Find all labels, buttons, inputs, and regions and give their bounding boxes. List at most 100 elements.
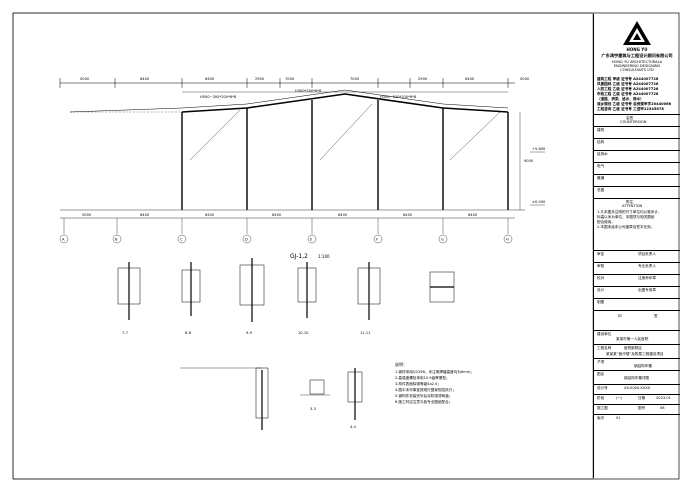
seal-en: COUNTERSIGN [620, 120, 647, 124]
discipline-4: 电气 [597, 164, 605, 168]
stage-label: 阶段 [597, 396, 605, 400]
axis-g: G [441, 237, 444, 241]
number-label: 设计号 [597, 386, 608, 390]
note-4: 4.图中未尽事宜按现行国家规范执行； [395, 387, 456, 392]
cert-3: 人防工程 乙级 证书号 A244007726 [597, 87, 659, 91]
discipline-3: 给排水 [597, 152, 608, 156]
subproject-name: 某某某“医疗楼”及附属工程建设项目 [606, 352, 664, 356]
company-name-en-3: CONSULTANTS LTD [620, 68, 654, 72]
dim-top-2: 6400 [205, 77, 215, 81]
discipline-1: 建筑 [597, 128, 605, 132]
cert-5: （道路、桥梁、给水、排水） [597, 97, 644, 101]
stamp-1: 印 [618, 314, 622, 318]
role-approve: 审定 [597, 252, 605, 256]
client-name: 某某市第一人民医院 [616, 337, 649, 341]
beam-label-2: H300*200*6*8 [295, 89, 322, 93]
grade: (一) [616, 396, 623, 400]
section-10: 10-10 [298, 331, 309, 335]
section-11: 11-11 [360, 331, 370, 335]
date-value: 2023.01 [656, 396, 671, 400]
dim-bot-2: 6400 [205, 213, 215, 217]
elev-ground: ±0.000 [532, 200, 546, 204]
company-name-en-1: HONG YU ARCHITECTURALA [611, 60, 663, 64]
rev-label: 版次 [597, 416, 605, 420]
project-name: 医院新院区 [624, 346, 642, 350]
elev-height: 9000 [524, 159, 534, 163]
axis-a: A [62, 237, 65, 241]
axis-c: C [180, 237, 183, 241]
role-check: 校对 [597, 276, 605, 280]
drawing-name: 钢结构车棚详图 [624, 376, 650, 380]
sheet-value: 08 [660, 406, 665, 410]
approval-4: 出图专用章 [638, 288, 656, 292]
cert-2: 风景园林 乙级 证书号 A244007726 [597, 82, 659, 86]
dim-bot-6: 6400 [468, 213, 478, 217]
section-8: 8-8 [185, 331, 192, 335]
axis-b: B [115, 237, 118, 241]
section-9: 9-9 [246, 331, 253, 335]
role-design: 设计 [597, 288, 605, 292]
section-4: 4-4 [350, 425, 357, 429]
axis-e: E [310, 237, 313, 241]
project-label: 工程名称 [597, 346, 612, 350]
note-5: 5.钢构件安装完毕后涂防锈漆两道； [395, 393, 452, 398]
beam-label-3: H300~500*200*6*8 [380, 95, 417, 99]
approval-3: 注册师印章 [638, 276, 656, 280]
stamp-2: 签 [654, 314, 658, 318]
approval-2: 专业负责人 [638, 264, 656, 268]
discipline-5: 暖通 [597, 176, 605, 180]
note-1: 1.钢材采用Q235B，未注明焊缝高度均为6mm； [395, 369, 474, 374]
seal-label: 会签 [626, 116, 634, 120]
drawing-number: XX-0000-XXXX [624, 386, 651, 390]
dim-bot-1: 6400 [140, 213, 150, 217]
notes-en: ATTENTION [622, 204, 643, 208]
tb-note-4: 2.本图未经本公司盖章及签字无效。 [597, 225, 655, 229]
role-review: 审核 [597, 264, 605, 268]
dim-top-7: 2900 [418, 77, 428, 81]
frame-title: GJ-1,2 [290, 253, 308, 260]
frame-scale: 1:100 [318, 254, 330, 259]
drawing-label: 图名 [597, 372, 605, 376]
date-label: 日期 [638, 396, 646, 400]
dim-bot-4: 6400 [338, 213, 348, 217]
dim-bot-5: 6400 [403, 213, 413, 217]
company-name-en-2: ENGINEERING DESIGNING [613, 64, 661, 68]
role-draft: 制图 [597, 300, 605, 304]
axis-d: D [245, 237, 248, 241]
dim-top-5: 7000 [285, 77, 295, 81]
tb-note-3: 配合使用。 [597, 220, 615, 224]
tb-note-1: 1.凡本图未注明的尺寸单位均以毫米计， [597, 210, 662, 214]
dim-top-6: 7000 [350, 77, 360, 81]
item-label: 子项 [597, 360, 605, 364]
title-block: HONG YU 广东鸿宇建筑与工程设计顾问有限公司 HONG YU ARCHIT… [593, 14, 680, 478]
cert-7: 工程咨询 乙级 证书号 工咨甲12345678 [597, 107, 664, 111]
dim-top-1: 6400 [140, 77, 150, 81]
axis-f: F [376, 237, 378, 241]
logo-text: HONG YU [626, 47, 648, 52]
axis-h: H [506, 237, 509, 241]
item-name: 钢结构车棚 [634, 364, 652, 368]
dim-top-4: 2900 [255, 77, 265, 81]
cert-4: 市政工程 乙级 证书号 A244007726 [597, 92, 659, 96]
drawing-texts: 5000 6400 6400 2900 7000 7000 2900 6400 … [62, 77, 546, 429]
approval-1: 项目负责人 [638, 252, 656, 256]
dim-bot-3: 6400 [272, 213, 282, 217]
dim-top-0: 5000 [80, 77, 90, 81]
section-7: 7-7 [122, 331, 128, 335]
company-name-cn: 广东鸿宇建筑与工程设计顾问有限公司 [601, 53, 673, 58]
section-3: 3-3 [310, 407, 316, 411]
note-6: 6.施工时应注意与各专业图纸配合； [395, 399, 452, 404]
section-details [117, 258, 455, 430]
company-logo-icon [623, 21, 651, 45]
cert-1: 建筑工程 甲级 证书号 A244007726 [597, 77, 659, 81]
notes-title: 说明： [395, 361, 407, 367]
dim-bot-0: 5000 [82, 213, 92, 217]
notes-label: 附注 [626, 200, 634, 204]
rev-value: 01 [616, 416, 621, 420]
dim-top-8: 6400 [465, 77, 475, 81]
dim-top-9: 5000 [520, 77, 530, 81]
note-3: 3.构件表面除锈等级Sa2.5； [395, 381, 441, 386]
beam-label-1: H500~300*200*6*8 [200, 95, 237, 99]
client-label: 建设单位 [597, 332, 612, 336]
